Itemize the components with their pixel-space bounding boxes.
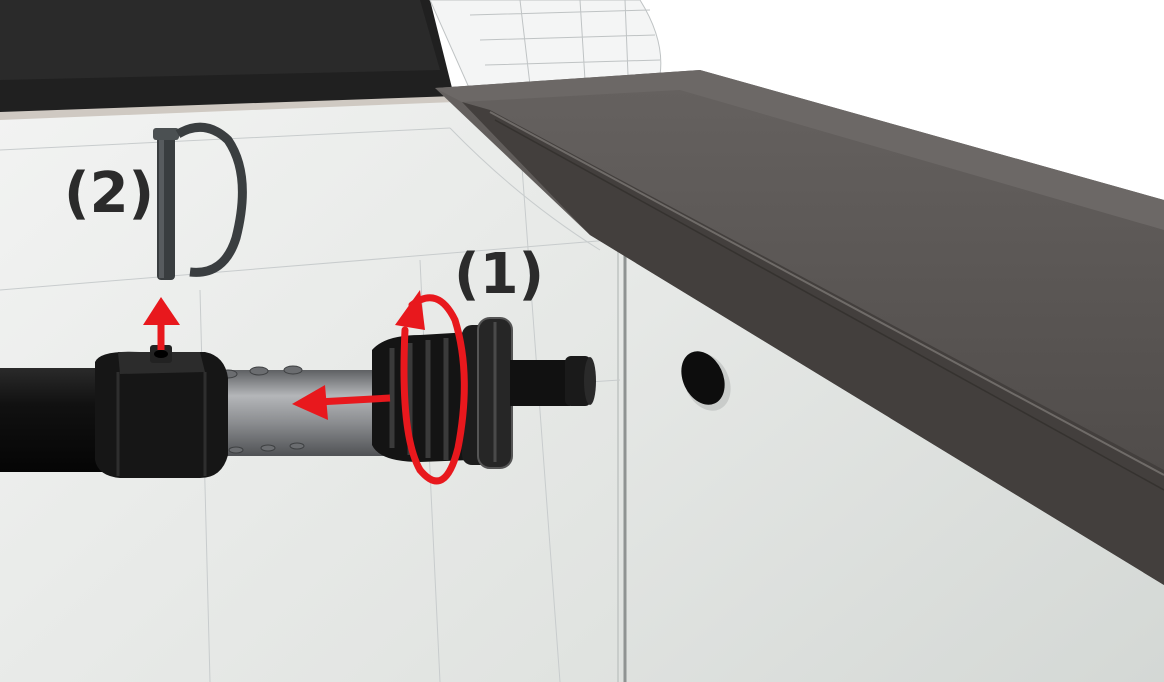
clamp-collar	[95, 345, 228, 478]
lid-panel	[435, 70, 1164, 585]
threaded-knob	[372, 317, 513, 469]
tube-assembly	[0, 317, 596, 478]
metal-tube	[205, 370, 395, 456]
clockwise-rotate-arrow-icon	[395, 290, 468, 485]
step-2-label: (2)	[64, 161, 154, 226]
back-opening	[0, 0, 455, 124]
lynch-pin-icon	[153, 122, 247, 280]
pull-up-arrow-icon	[143, 297, 180, 350]
right-wall	[585, 210, 1164, 682]
red-arrows	[143, 290, 468, 485]
step-1-label: (1)	[454, 242, 544, 307]
end-stub	[510, 356, 596, 406]
mounting-hole	[681, 351, 731, 411]
pull-left-arrow-icon	[292, 385, 391, 420]
